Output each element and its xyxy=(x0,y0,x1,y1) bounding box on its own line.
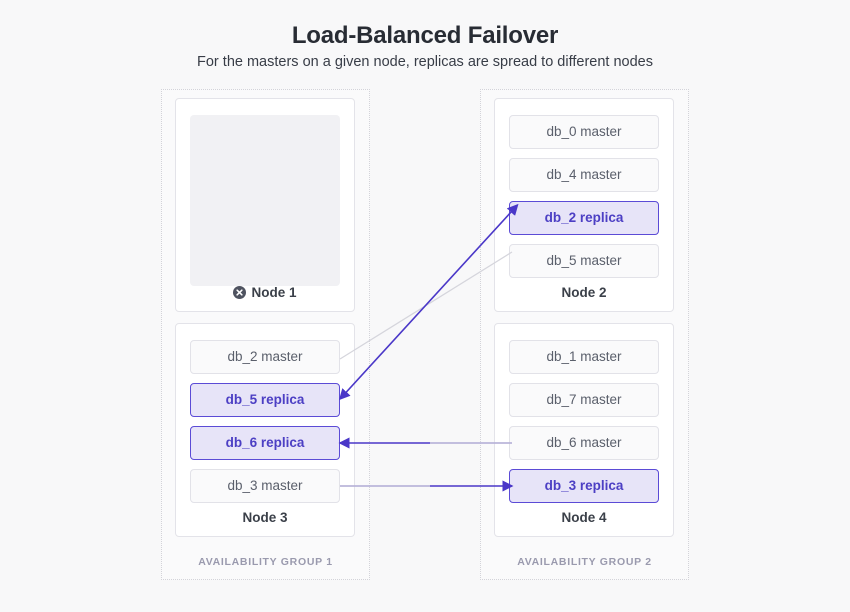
circle-x-icon xyxy=(233,286,247,299)
node-3-label-text: Node 3 xyxy=(242,510,288,525)
node-card-node-3[interactable]: db_2 master db_5 replica db_6 replica db… xyxy=(175,323,355,537)
db-box-db_5-replica[interactable]: db_5 replica xyxy=(190,383,340,417)
node-1-empty-slot xyxy=(190,115,340,286)
node-2-label-text: Node 2 xyxy=(561,285,607,300)
availability-group-1-label: AVAILABILITY GROUP 1 xyxy=(198,556,333,568)
node-card-node-1[interactable]: Node 1 xyxy=(175,98,355,312)
db-box-db_2-master[interactable]: db_2 master xyxy=(190,340,340,374)
availability-group-2-label: AVAILABILITY GROUP 2 xyxy=(517,556,652,568)
db-box-db_2-replica[interactable]: db_2 replica xyxy=(509,201,659,235)
node-4-db-list: db_1 master db_7 master db_6 master db_3… xyxy=(509,340,659,503)
db-box-db_3-replica[interactable]: db_3 replica xyxy=(509,469,659,503)
db-box-db_7-master[interactable]: db_7 master xyxy=(509,383,659,417)
node-1-label: Node 1 xyxy=(176,285,354,300)
node-3-db-list: db_2 master db_5 replica db_6 replica db… xyxy=(190,340,340,503)
db-box-db_1-master[interactable]: db_1 master xyxy=(509,340,659,374)
node-4-label: Node 4 xyxy=(495,510,673,525)
node-card-node-2[interactable]: db_0 master db_4 master db_2 replica db_… xyxy=(494,98,674,312)
node-4-label-text: Node 4 xyxy=(561,510,607,525)
node-3-label: Node 3 xyxy=(176,510,354,525)
page-title: Load-Balanced Failover xyxy=(291,22,559,49)
page-subtitle: For the masters on a given node, replica… xyxy=(197,54,653,70)
node-2-label: Node 2 xyxy=(495,285,673,300)
node-2-db-list: db_0 master db_4 master db_2 replica db_… xyxy=(509,115,659,278)
db-box-db_0-master[interactable]: db_0 master xyxy=(509,115,659,149)
db-box-db_5-master[interactable]: db_5 master xyxy=(509,244,659,278)
db-box-db_3-master[interactable]: db_3 master xyxy=(190,469,340,503)
db-box-db_4-master[interactable]: db_4 master xyxy=(509,158,659,192)
node-card-node-4[interactable]: db_1 master db_7 master db_6 master db_3… xyxy=(494,323,674,537)
node-1-label-text: Node 1 xyxy=(251,285,297,300)
db-box-db_6-replica[interactable]: db_6 replica xyxy=(190,426,340,460)
db-box-db_6-master[interactable]: db_6 master xyxy=(509,426,659,460)
